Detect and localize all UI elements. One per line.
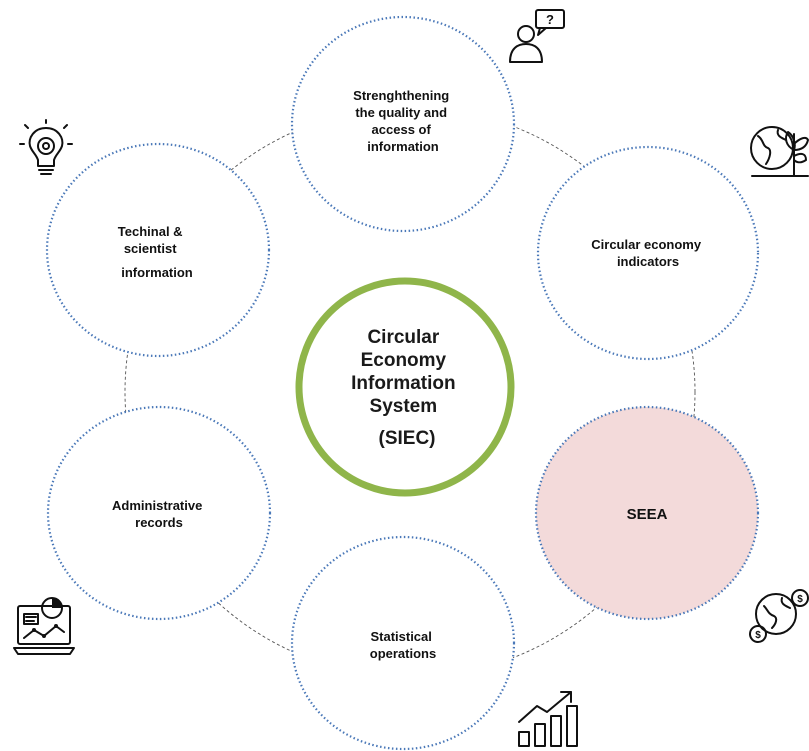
person-question-icon: ? [509,9,565,63]
money-symbol: $ [755,630,761,641]
node-label-line: information [121,265,193,280]
lightbulb-gear-icon [19,119,73,175]
node-circle [46,405,272,621]
money-symbol: $ [797,594,803,605]
svg-text:Strenghthening the quali: Strenghthening the quality and access of… [353,88,453,154]
center-title-line: Information [351,373,456,394]
center-title-line: Circular [367,327,439,348]
svg-text:Techinal & scientist: Techinal & scientist information [118,224,193,280]
node-circle [290,535,516,751]
node-administrative-records: Administrative records [46,405,272,621]
node-label-line: operations [370,646,436,661]
svg-text:Circular Economy I: Circular Economy Information System (SIE… [351,327,461,449]
node-label-line: scientist [124,241,177,256]
node-circle [536,145,760,361]
node-label-line: records [135,515,183,530]
node-label-line: access of [372,122,432,137]
node-label-line: Administrative [112,498,202,513]
node-label-line: Strenghthening [353,88,449,103]
svg-text:Circular economy indicat: Circular economy indicators [591,237,704,269]
center-ring [295,277,515,497]
node-circle [45,142,271,358]
node-label-line: Techinal & [118,224,183,239]
globe-plant-icon [750,126,809,177]
question-mark: ? [546,12,554,27]
node-label-line: Statistical [370,629,431,644]
node-circle [290,15,516,233]
center-acronym: (SIEC) [379,428,436,449]
node-label-line: SEEA [627,506,668,523]
center-title-line: System [370,396,438,417]
node-label-line: indicators [617,254,679,269]
laptop-analytics-icon [13,597,75,655]
node-ce-indicators: Circular economy indicators [536,145,760,361]
node-seea: SEEA [534,405,760,621]
node-quality-access: Strenghthening the quality and access of… [290,15,516,233]
growth-chart-icon [518,691,578,747]
svg-text:SEEA: SEEA [627,506,668,523]
node-statistical-operations: Statistical operations [290,535,516,751]
svg-text:Administrative records: Administrative records [112,498,206,530]
node-circle [534,405,760,621]
center-node: Circular Economy Information System (SIE… [295,277,515,497]
node-technical-scientist: Techinal & scientist information [45,142,271,358]
node-label-line: Circular economy [591,237,702,252]
svg-text:Statistical operations: Statistical operations [370,629,436,661]
center-title-line: Economy [361,350,447,371]
node-label-line: the quality and [355,105,447,120]
node-label-line: information [367,139,439,154]
globe-money-icon: $ $ [749,589,809,643]
